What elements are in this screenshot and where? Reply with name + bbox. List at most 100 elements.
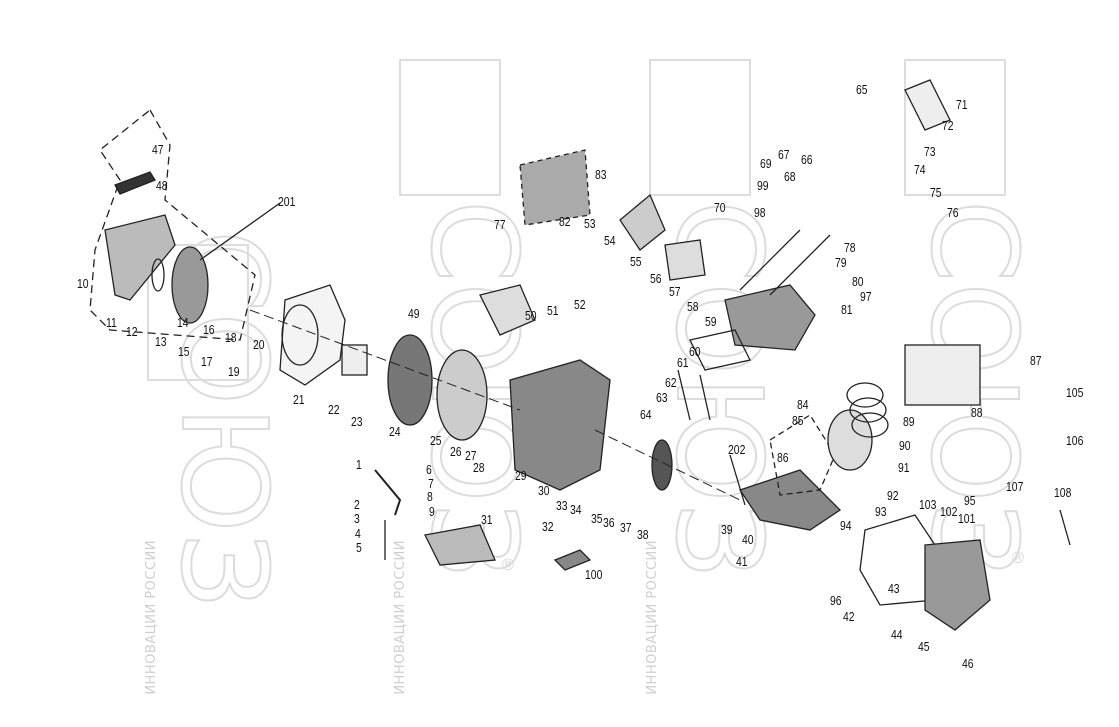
- part-label-34: 34: [570, 502, 582, 517]
- part-label-51: 51: [547, 303, 559, 318]
- camshaft-gear: [651, 439, 673, 491]
- part-label-62: 62: [665, 375, 677, 390]
- part-label-50: 50: [525, 308, 537, 323]
- carburetor: [619, 193, 666, 251]
- piston-group: [769, 414, 836, 496]
- ignition-coil: [479, 284, 536, 336]
- part-label-74: 74: [914, 162, 926, 177]
- part-label-30: 30: [538, 483, 550, 498]
- part-label-10: 10: [77, 276, 89, 291]
- part-label-28: 28: [473, 460, 485, 475]
- part-label-19: 19: [228, 364, 240, 379]
- flywheel: [436, 349, 488, 441]
- piston-ring: [846, 382, 884, 408]
- part-label-2: 2: [354, 497, 360, 512]
- part-label-70: 70: [714, 200, 726, 215]
- part-label-17: 17: [201, 354, 213, 369]
- part-label-96: 96: [830, 593, 842, 608]
- part-label-44: 44: [891, 627, 903, 642]
- part-label-14: 14: [177, 315, 189, 330]
- part-label-201: 201: [278, 194, 296, 209]
- part-label-23: 23: [351, 414, 363, 429]
- part-label-47: 47: [152, 142, 164, 157]
- starter-pulley: [171, 246, 209, 324]
- part-label-45: 45: [918, 639, 930, 654]
- part-label-56: 56: [650, 271, 662, 286]
- part-label-29: 29: [515, 468, 527, 483]
- part-label-8: 8: [427, 489, 433, 504]
- flywheel-fan: [387, 334, 433, 426]
- part-label-79: 79: [835, 255, 847, 270]
- part-label-65: 65: [856, 82, 868, 97]
- part-label-103: 103: [919, 497, 937, 512]
- part-label-71: 71: [956, 97, 968, 112]
- part-label-27: 27: [465, 448, 477, 463]
- part-label-88: 88: [971, 405, 983, 420]
- watermark-registered: ®: [500, 555, 516, 574]
- crankcase: [509, 359, 611, 491]
- part-label-202: 202: [728, 442, 746, 457]
- head-gasket: [689, 329, 751, 371]
- part-label-80: 80: [852, 274, 864, 289]
- part-label-76: 76: [947, 205, 959, 220]
- part-label-64: 64: [640, 407, 652, 422]
- starter-cup: [341, 344, 368, 376]
- part-label-98: 98: [754, 205, 766, 220]
- part-label-4: 4: [355, 526, 361, 541]
- spring: [151, 258, 165, 292]
- part-label-99: 99: [757, 178, 769, 193]
- muffler: [904, 344, 981, 406]
- watermark-frames: [147, 59, 1006, 381]
- part-label-49: 49: [408, 306, 420, 321]
- part-label-89: 89: [903, 414, 915, 429]
- part-label-84: 84: [797, 397, 809, 412]
- part-label-54: 54: [604, 233, 616, 248]
- part-label-61: 61: [677, 355, 689, 370]
- air-filter-group: [519, 149, 591, 226]
- part-label-32: 32: [542, 519, 554, 534]
- part-label-105: 105: [1066, 385, 1084, 400]
- part-label-59: 59: [705, 314, 717, 329]
- part-label-15: 15: [178, 344, 190, 359]
- part-label-108: 108: [1054, 485, 1072, 500]
- part-label-6: 6: [426, 462, 432, 477]
- part-label-21: 21: [293, 392, 305, 407]
- part-label-57: 57: [669, 284, 681, 299]
- part-label-87: 87: [1030, 353, 1042, 368]
- part-label-102: 102: [940, 504, 958, 519]
- part-label-43: 43: [888, 581, 900, 596]
- part-label-31: 31: [481, 512, 493, 527]
- recoil-starter-group-outline: [89, 109, 256, 341]
- part-label-33: 33: [556, 498, 568, 513]
- cylinder-head: [724, 284, 816, 351]
- fan-cover: [279, 284, 346, 386]
- starter-housing: [104, 214, 176, 301]
- part-label-58: 58: [687, 299, 699, 314]
- part-label-5: 5: [356, 540, 362, 555]
- part-label-20: 20: [253, 337, 265, 352]
- leader-202: [729, 454, 746, 506]
- part-label-46: 46: [962, 656, 974, 671]
- part-label-53: 53: [584, 216, 596, 231]
- leader-201: [199, 202, 281, 261]
- watermark-registered: ®: [1010, 548, 1026, 567]
- part-label-93: 93: [875, 504, 887, 519]
- part-label-48: 48: [156, 178, 168, 193]
- part-label-26: 26: [450, 444, 462, 459]
- part-label-69: 69: [760, 156, 772, 171]
- part-label-37: 37: [620, 520, 632, 535]
- part-label-90: 90: [899, 438, 911, 453]
- starter-handle: [114, 171, 156, 195]
- engine-shroud: [424, 524, 496, 566]
- part-label-66: 66: [801, 152, 813, 167]
- part-label-91: 91: [898, 460, 910, 475]
- part-label-41: 41: [736, 554, 748, 569]
- part-label-94: 94: [840, 518, 852, 533]
- valve-cover: [904, 79, 951, 131]
- part-label-106: 106: [1066, 433, 1084, 448]
- part-label-83: 83: [595, 167, 607, 182]
- part-label-100: 100: [585, 567, 603, 582]
- crankshaft: [738, 469, 842, 531]
